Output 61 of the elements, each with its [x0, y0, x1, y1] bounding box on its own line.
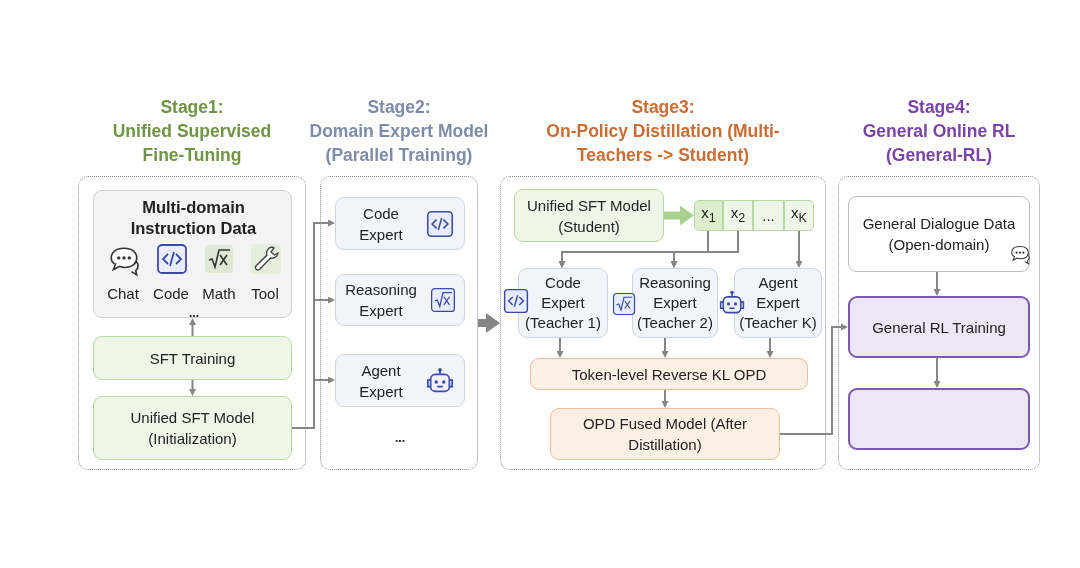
arrow — [933, 357, 941, 388]
token-label: x$_{K}$ — [791, 203, 807, 227]
ellipsis: ... — [394, 430, 406, 447]
box-label: Code Expert — [358, 203, 404, 245]
box-label: Unified SFT Model (Student) — [526, 195, 652, 237]
arrow — [189, 318, 196, 337]
arrow — [664, 205, 694, 226]
category-label: Math — [201, 284, 237, 304]
process-box — [93, 396, 292, 460]
data-card — [848, 196, 1030, 272]
box-label: General RL Training — [872, 317, 1006, 338]
stage-title: Unified Supervised Fine-Tuning — [111, 120, 273, 167]
token-label: x$_{1}$ — [701, 203, 716, 227]
process-box — [514, 189, 664, 242]
stage-label: Stage3: — [630, 96, 696, 119]
box-label: Reasoning Expert (Teacher 2) — [637, 273, 713, 333]
arrow — [661, 389, 669, 408]
box-label: Code Expert (Teacher 1) — [524, 273, 602, 333]
token-cell — [694, 200, 723, 231]
box-label: Unified SFT Model (Initialization) — [129, 408, 256, 449]
token-cell — [753, 200, 784, 231]
token-cell — [723, 200, 753, 231]
expert-box — [335, 197, 465, 250]
arrow — [766, 337, 774, 358]
ellipsis: ... — [188, 307, 200, 319]
token-label: x$_{2}$ — [730, 203, 746, 227]
expert-box — [335, 274, 465, 326]
data-card — [93, 190, 292, 318]
process-box — [93, 336, 292, 380]
arrow — [670, 230, 739, 268]
arrow — [795, 230, 803, 268]
token-label: ... — [762, 206, 775, 226]
empty-box — [848, 388, 1030, 450]
stage-label: Stage1: — [159, 96, 225, 119]
box-label: Token-level Reverse KL OPD — [571, 364, 767, 385]
stage-title: On-Policy Distillation (Multi-Teachers -> Student) — [545, 120, 781, 167]
category-label: Code — [152, 284, 190, 304]
box-label: Reasoning Expert — [344, 280, 418, 321]
arrow — [189, 379, 196, 396]
process-box — [530, 358, 808, 390]
box-label: Agent Expert (Teacher K) — [739, 273, 817, 333]
token-cell — [784, 200, 814, 231]
box-label: Agent Expert — [358, 360, 404, 402]
arrow — [291, 376, 335, 429]
card-title: Multi-domain Instruction Data — [129, 197, 258, 239]
category-label: Chat — [106, 284, 140, 304]
box-label: General Dialogue Data (Open-domain) — [861, 214, 1017, 255]
arrow — [556, 337, 564, 358]
arrow — [661, 337, 669, 358]
stage-label: Stage4: — [906, 96, 972, 119]
process-box — [848, 296, 1030, 358]
box-label: SFT Training — [149, 348, 236, 369]
expert-box — [335, 354, 465, 407]
arrow — [779, 323, 848, 435]
process-box — [550, 408, 780, 460]
category-label: Tool — [250, 284, 280, 304]
stage-title: Domain Expert Model (Parallel Training) — [308, 120, 490, 167]
stage-title: General Online RL (General-RL) — [861, 120, 1017, 167]
box-label: OPD Fused Model (After Distillation) — [581, 414, 749, 455]
stage-label: Stage2: — [366, 96, 432, 119]
arrow — [933, 271, 941, 296]
